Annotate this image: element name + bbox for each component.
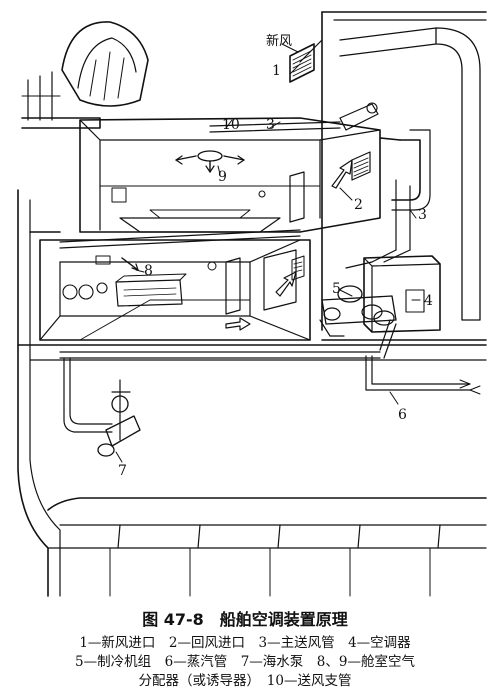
- air-distributor-9: [175, 150, 245, 173]
- callout-6: 6: [398, 407, 407, 423]
- airflow-arrows: [225, 159, 353, 331]
- callout-3a: 3: [266, 117, 275, 133]
- ship-air-conditioning-diagram: [17, 11, 487, 597]
- callout-4: 4: [424, 293, 433, 309]
- fresh-air-label: 新风: [266, 34, 293, 49]
- callout-8: 8: [144, 263, 153, 279]
- caption-line-2: 5—制冷机组 6—蒸汽管 7—海水泵 8、9—舱室空气: [75, 654, 415, 670]
- figure-caption: 图 47-8 船舶空调装置原理 1—新风进口 2—回风进口 3—主送风管 4—空…: [0, 606, 490, 691]
- callout-1: 1: [272, 63, 281, 79]
- leader-lines: [115, 43, 421, 463]
- piping: [59, 229, 481, 441]
- upper-cabin: [79, 117, 381, 233]
- caption-title: 图 47-8 船舶空调装置原理: [142, 610, 348, 629]
- callout-9: 9: [218, 169, 227, 185]
- main-supply-duct: [339, 27, 481, 321]
- callout-7: 7: [118, 463, 127, 479]
- branch-duct: [209, 102, 379, 133]
- callout-10: 10: [222, 117, 240, 133]
- callout-3b: 3: [418, 207, 427, 223]
- refrigeration-unit: [319, 285, 397, 337]
- callout-2: 2: [354, 197, 363, 213]
- lifeboat: [21, 21, 149, 129]
- sea-water-pump: [97, 391, 141, 457]
- ship-hull: [17, 11, 487, 597]
- air-distributor-8: [121, 257, 139, 271]
- lower-cabin: [39, 239, 311, 341]
- caption-line-1: 1—新风进口 2—回风进口 3—主送风管 4—空调器: [79, 635, 411, 651]
- callout-5: 5: [332, 281, 341, 297]
- caption-line-3: 分配器（或诱导器） 10—送风支管: [138, 673, 352, 689]
